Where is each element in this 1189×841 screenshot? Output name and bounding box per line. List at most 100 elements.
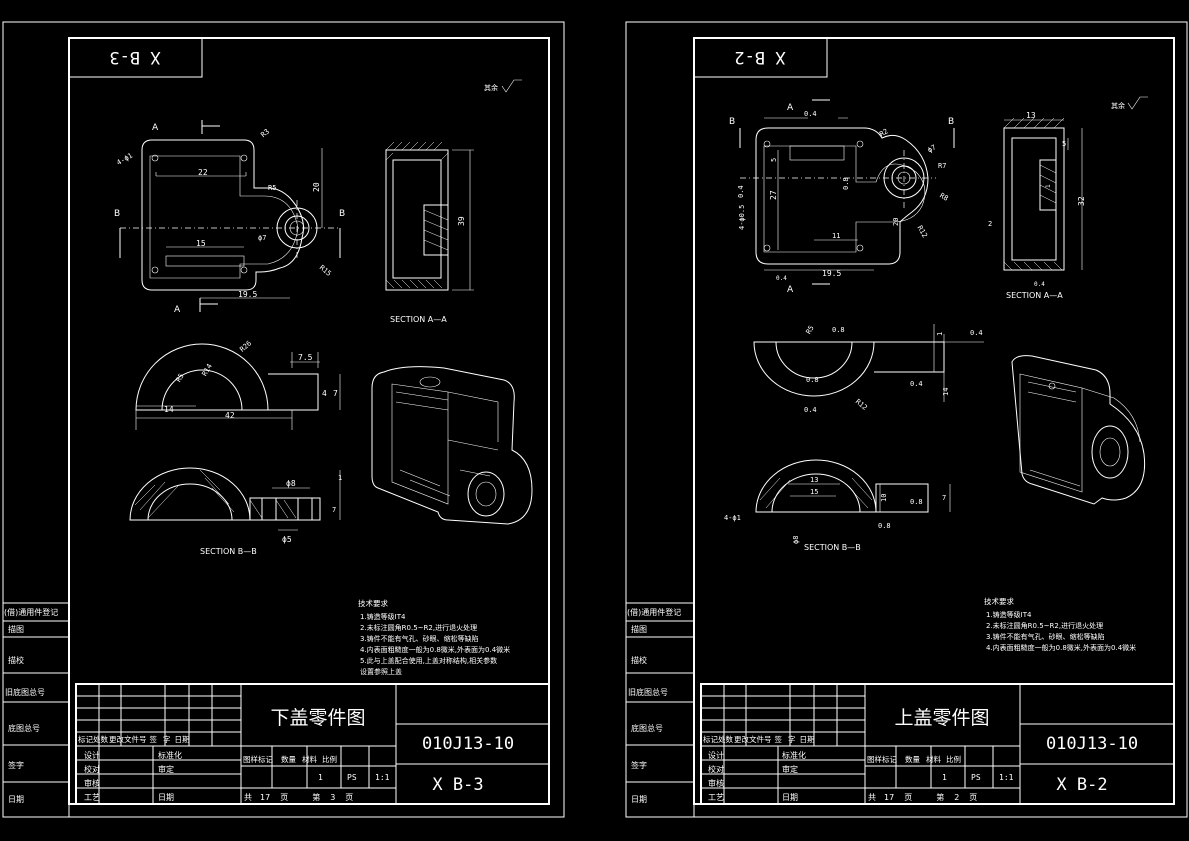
svg-text:R26: R26 (238, 339, 253, 353)
left-side-label-4: 底图总号 (8, 723, 40, 733)
svg-text:ϕ5: ϕ5 (282, 535, 292, 544)
svg-text:R2: R2 (878, 127, 889, 138)
right-roughness-label: 其余 (1111, 101, 1125, 110)
left-sheet-outer-border (2, 21, 565, 818)
svg-text:32: 32 (1077, 196, 1086, 206)
svg-text:4-ϕ0.5: 4-ϕ0.5 (738, 205, 746, 230)
dim-13: 13 (1026, 111, 1036, 120)
right-role-process: 工艺 (708, 793, 724, 802)
right-scale: 1:1 (999, 773, 1014, 782)
right-side-label-5: 签字 (631, 760, 647, 770)
svg-text:0.4: 0.4 (776, 275, 787, 282)
right-note-4: 4.内表面粗糙度一般为0.8微米,外表面为0.4微米 (986, 643, 1136, 652)
left-role-review: 审核 (84, 778, 100, 788)
svg-text:20: 20 (312, 182, 321, 192)
left-top-view: 22 15 19.5 20 4-ϕ1 R3 R5 ϕ7 R15 A A B B (114, 120, 345, 315)
left-side-label-5: 签字 (8, 760, 24, 770)
right-role-approve: 审定 (782, 764, 798, 774)
dim-22: 22 (198, 168, 208, 177)
svg-text:19.5: 19.5 (238, 290, 257, 299)
left-qty: 1 (318, 773, 323, 782)
left-rev-header: 标记处数更改文件号签字日期 (78, 734, 190, 744)
svg-text:20: 20 (892, 218, 900, 226)
svg-text:39: 39 (457, 216, 466, 226)
left-front-arc-view: 7.5 42 14 R5 R14 R26 4 7 (135, 339, 341, 430)
right-role-date: 日期 (782, 793, 798, 802)
left-isometric-view (371, 366, 533, 525)
left-note-5: 5.此与上盖配合使用,上盖对称结构,相关参数 (360, 656, 497, 665)
left-roughness-label: 其余 (484, 83, 498, 92)
svg-text:R15: R15 (318, 264, 333, 278)
svg-text:5: 5 (1062, 140, 1066, 148)
svg-text:1: 1 (936, 332, 944, 336)
left-title-block: 标记处数更改文件号签字日期 设计 校对 审核 工艺 标准化 审定 日期 下盖零件… (75, 683, 550, 805)
right-side-label-0: (借)通用件登记 (627, 607, 681, 617)
right-rev-header: 标记处数更改文件号签字日期 (703, 734, 815, 744)
svg-text:B: B (729, 117, 735, 127)
right-note-3: 3.铸件不能有气孔、砂眼、缩松等缺陷 (986, 632, 1105, 641)
svg-text:4-ϕ1: 4-ϕ1 (115, 152, 134, 167)
svg-text:27: 27 (769, 190, 778, 200)
left-section-bb: ϕ8 ϕ5 7 1 SECTION B—B (129, 467, 342, 556)
svg-text:0.4: 0.4 (804, 406, 817, 414)
svg-text:0.8: 0.8 (806, 376, 819, 384)
right-side-label-1: 描图 (631, 624, 647, 634)
left-side-label-2: 描校 (8, 655, 24, 665)
svg-text:42: 42 (225, 411, 235, 420)
left-material: PS (347, 773, 357, 782)
right-front-arc-view: 0.4 0.8 0.8 0.4 0.4 R5 R12 1 14 (753, 324, 984, 414)
svg-text:A: A (787, 285, 794, 295)
right-col-headers: 图样标记数量材料比例 (867, 754, 961, 764)
left-part-name: 下盖零件图 (270, 707, 365, 729)
svg-text:0.4: 0.4 (804, 110, 817, 118)
right-side-label-4: 底图总号 (631, 723, 663, 733)
right-section-aa-label: SECTION A—A (1006, 291, 1063, 300)
left-notes-title: 技术要求 (358, 598, 388, 608)
svg-text:7: 7 (333, 389, 338, 398)
right-title-block: 标记处数更改文件号签字日期 设计 校对 审核 工艺 标准化 审定 日期 上盖零件… (700, 683, 1175, 805)
right-side-label-3: 旧底图总号 (628, 687, 668, 697)
left-role-approve: 审定 (158, 764, 174, 774)
right-note-1: 1.铸造等级IT4 (986, 610, 1032, 619)
left-note-3: 3.铸件不能有气孔、砂眼、缩松等缺陷 (360, 634, 479, 643)
right-technical-notes: 技术要求 1.铸造等级IT4 2.未标注圆角R0.5~R2,进行退火处理 3.铸… (984, 596, 1136, 652)
right-role-review: 审核 (708, 778, 724, 788)
right-stamp-text: X B-2 (734, 47, 785, 67)
svg-text:R12: R12 (916, 224, 929, 239)
right-isometric-view (1011, 355, 1146, 505)
svg-text:1: 1 (338, 474, 342, 482)
svg-text:R12: R12 (854, 398, 869, 412)
left-role-design: 设计 (84, 750, 100, 760)
right-sheet-code: X B-2 (1056, 775, 1107, 795)
left-section-aa-label: SECTION A—A (390, 315, 447, 324)
svg-text:7: 7 (332, 506, 336, 514)
left-role-process: 工艺 (84, 793, 100, 802)
right-sheet-outer-border (625, 21, 1188, 818)
svg-text:0.4: 0.4 (970, 329, 983, 337)
svg-text:4: 4 (322, 389, 327, 398)
right-section-bb-label: SECTION B—B (804, 543, 861, 552)
svg-text:0.8: 0.8 (842, 177, 850, 190)
left-roughness-symbol (501, 79, 522, 93)
svg-text:B: B (948, 117, 954, 127)
svg-text:A: A (787, 103, 794, 113)
svg-text:A: A (174, 305, 181, 315)
svg-text:ϕ8: ϕ8 (792, 536, 800, 544)
right-notes-title: 技术要求 (984, 596, 1014, 606)
right-side-registration: (借)通用件登记 描图 描校 旧底图总号 底图总号 签字 日期 (625, 602, 695, 818)
left-sheet-inner-border (68, 37, 550, 805)
left-scale: 1:1 (375, 773, 390, 782)
svg-text:R5: R5 (805, 324, 816, 335)
left-technical-notes: 技术要求 1.铸造等级IT4 2.未标注圆角R0.5~R2,进行退火处理 3.铸… (358, 598, 510, 676)
left-side-label-6: 日期 (8, 795, 24, 804)
svg-text:0.4: 0.4 (910, 380, 923, 388)
svg-text:0.8: 0.8 (910, 498, 923, 506)
svg-text:R5: R5 (175, 372, 186, 383)
left-note-4: 4.内表面粗糙度一般为0.8微米,外表面为0.4微米 (360, 645, 510, 654)
svg-text:R8: R8 (938, 192, 949, 203)
svg-text:5: 5 (770, 158, 778, 162)
svg-text:14: 14 (942, 388, 950, 396)
